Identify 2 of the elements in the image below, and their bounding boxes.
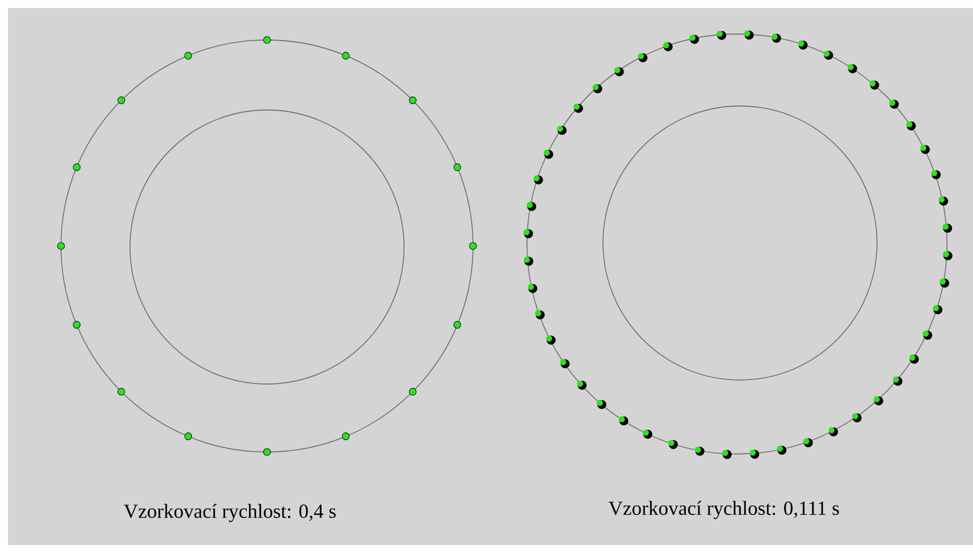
caption-text: Vzorkovací rychlost: 0,4 s (124, 504, 336, 522)
caption-text: Vzorkovací rychlost: 0,111 s (608, 500, 839, 520)
